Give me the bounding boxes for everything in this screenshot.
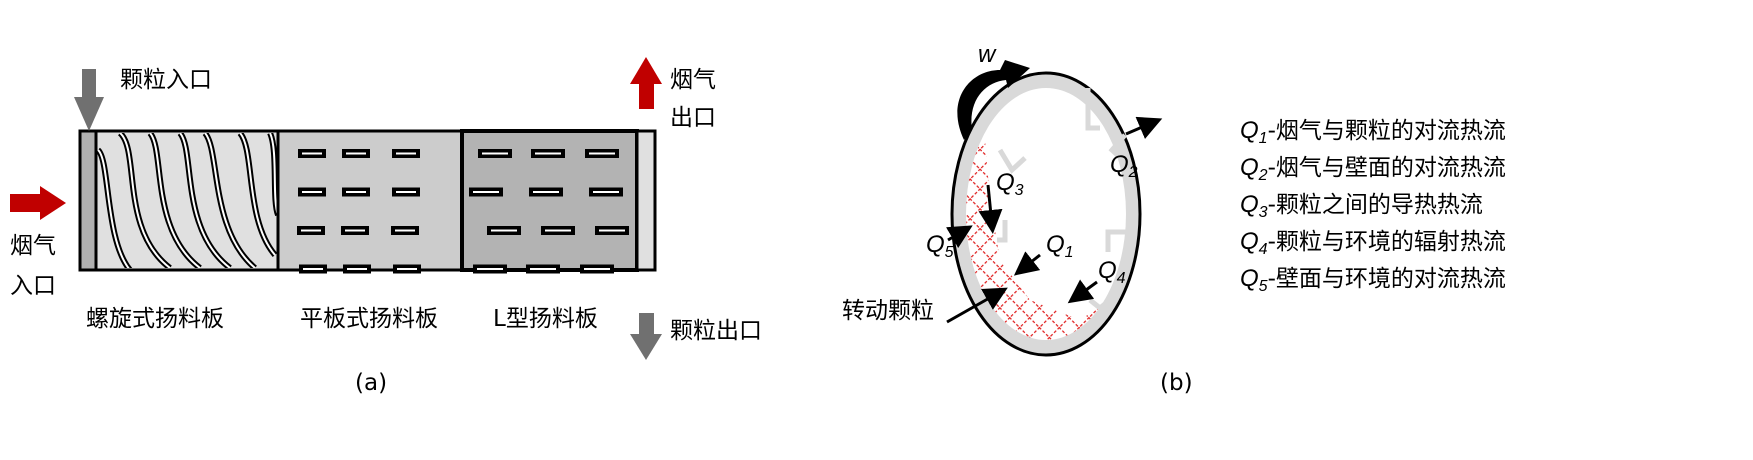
gas-outlet-label-2: 出口	[670, 105, 716, 131]
q4-arrow	[1067, 279, 1098, 304]
caption-a: (a)	[355, 370, 387, 396]
q2-arrow	[1125, 116, 1163, 139]
q5-label: Q5	[926, 231, 954, 261]
heat-flow-arrows	[945, 116, 1163, 324]
rotating-particles-label: 转动颗粒	[842, 298, 934, 324]
caption-b: (b)	[1160, 370, 1193, 396]
q4-label: Q4	[1098, 257, 1126, 287]
legend: Q1-烟气与颗粒的对流热流 Q2-烟气与壁面的对流热流 Q3-颗粒之间的导热热流…	[1240, 117, 1506, 295]
q5-arrow	[945, 225, 973, 248]
particle-outlet-arrow	[630, 313, 662, 360]
drum-cross-section	[950, 71, 1142, 357]
gas-inlet-arrow	[10, 186, 66, 220]
spiral-section-label: 螺旋式扬料板	[86, 306, 224, 332]
gas-inlet-label-2: 入口	[10, 273, 56, 299]
q3-arrow	[978, 184, 1003, 234]
l-flights-cross-section	[997, 88, 1135, 312]
particle-inlet-label: 颗粒入口	[120, 67, 212, 93]
inlet-end-cap	[78, 129, 98, 272]
flat-section-label: 平板式扬料板	[300, 306, 438, 332]
q1-arrow	[1013, 251, 1041, 276]
l-flights	[469, 149, 629, 274]
particles-pointer-arrow	[946, 287, 1008, 324]
l-section-label: L型扬料板	[493, 306, 598, 332]
q2-label: Q2	[1110, 151, 1138, 181]
legend-item-q1: Q1-烟气与颗粒的对流热流	[1240, 117, 1506, 147]
q3-label: Q3	[996, 169, 1024, 199]
dryer-drum	[78, 129, 657, 274]
legend-item-q5: Q5-壁面与环境的对流热流	[1240, 265, 1506, 295]
rotation-arrow	[957, 60, 1030, 140]
legend-item-q3: Q3-颗粒之间的导热热流	[1240, 191, 1483, 221]
rotation-label: w	[978, 41, 997, 68]
legend-item-q4: Q4-颗粒与环境的辐射热流	[1240, 228, 1506, 258]
gas-outlet-arrow	[630, 57, 662, 109]
flat-flights	[297, 149, 421, 274]
gas-inlet-label-1: 烟气	[10, 233, 56, 259]
legend-item-q2: Q2-烟气与壁面的对流热流	[1240, 154, 1506, 184]
outlet-end-cap	[635, 129, 657, 272]
particle-inlet-arrow	[74, 69, 104, 131]
gas-outlet-label-1: 烟气	[670, 67, 716, 93]
particle-outlet-label: 颗粒出口	[670, 318, 762, 344]
q1-label: Q1	[1046, 231, 1074, 261]
